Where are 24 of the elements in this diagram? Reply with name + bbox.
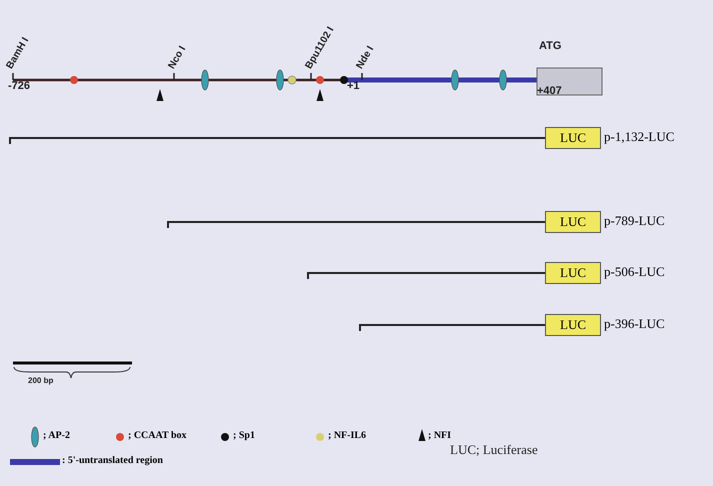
promoter-fragment-line <box>167 221 545 228</box>
promoter-fragment-line <box>9 137 545 144</box>
legend-label: ; CCAAT box <box>128 430 187 441</box>
legend-label: ; NFI <box>428 430 452 441</box>
construct-name: p-506-LUC <box>604 264 665 280</box>
promoter-fragment-line <box>359 324 545 331</box>
position-label: -726 <box>8 80 30 92</box>
legend-label: ; AP-2 <box>43 430 70 441</box>
reporter-box: LUC <box>545 314 601 336</box>
construct-name: p-789-LUC <box>604 213 665 229</box>
reporter-box: LUC <box>545 211 601 233</box>
position-label: +1 <box>347 80 360 92</box>
promoter-fragment-line <box>307 272 545 279</box>
scale-label: 200 bp <box>28 376 54 385</box>
reporter-box: LUC <box>545 262 601 284</box>
construct-name: p-1,132-LUC <box>604 129 674 145</box>
codon-label: ATG <box>539 40 562 52</box>
legend-label: : 5'-untranslated region <box>62 455 163 466</box>
position-label: +407 <box>537 85 562 97</box>
construct-name: p-396-LUC <box>604 316 665 332</box>
legend-label: ; Sp1 <box>233 430 255 441</box>
abbreviation-note: LUC; Luciferase <box>450 442 538 458</box>
reporter-box: LUC <box>545 127 601 149</box>
legend-label: ; NF-IL6 <box>328 430 366 441</box>
